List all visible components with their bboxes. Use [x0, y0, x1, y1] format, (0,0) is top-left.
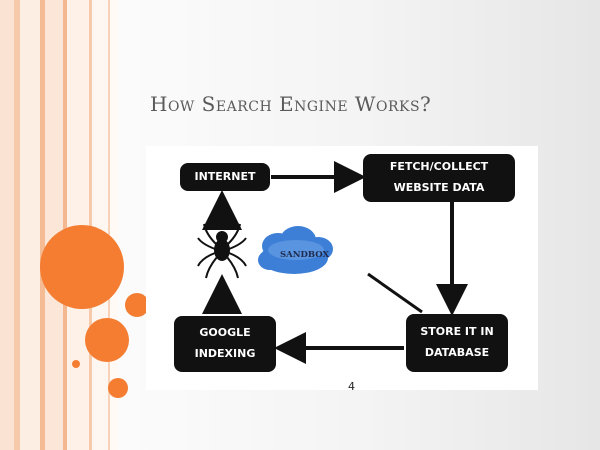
node-google-indexing: GOOGLE INDEXING: [174, 316, 276, 372]
decorative-circle-large: [40, 225, 124, 309]
node-fetch-label-line2: WEBSITE DATA: [393, 181, 485, 194]
node-internet-label: INTERNET: [194, 169, 256, 183]
decorative-stripes: [0, 0, 118, 450]
spider-icon: [197, 223, 247, 279]
node-google-label-line2: INDEXING: [194, 347, 256, 360]
diagram-connectors: [197, 161, 468, 364]
node-fetch-label-line1: FETCH/COLLECT: [389, 160, 489, 174]
decorative-circle-medium: [85, 318, 129, 362]
node-internet: INTERNET: [180, 163, 270, 191]
node-store-database: STORE IT IN DATABASE: [406, 314, 508, 372]
search-engine-diagram: INTERNET FETCH/COLLECT WEBSITE DATA STOR…: [146, 146, 538, 393]
decorative-circle-small-bottom: [108, 378, 128, 398]
node-store-label-line1: STORE IT IN: [420, 325, 494, 339]
decorative-circle-small-right: [125, 293, 149, 317]
slide-title: How Search Engine Works?: [150, 92, 432, 116]
cloud-icon: [258, 226, 333, 274]
node-fetch-collect: FETCH/COLLECT WEBSITE DATA: [363, 154, 515, 202]
node-store-label-line2: DATABASE: [424, 346, 490, 359]
stray-mark: 4: [348, 380, 355, 393]
decorative-circle-tiny: [72, 360, 80, 368]
sandbox-label: SANDBOX: [280, 250, 330, 260]
node-google-label-line1: GOOGLE: [199, 326, 251, 340]
arrow-sandbox-to-store: [367, 272, 423, 314]
